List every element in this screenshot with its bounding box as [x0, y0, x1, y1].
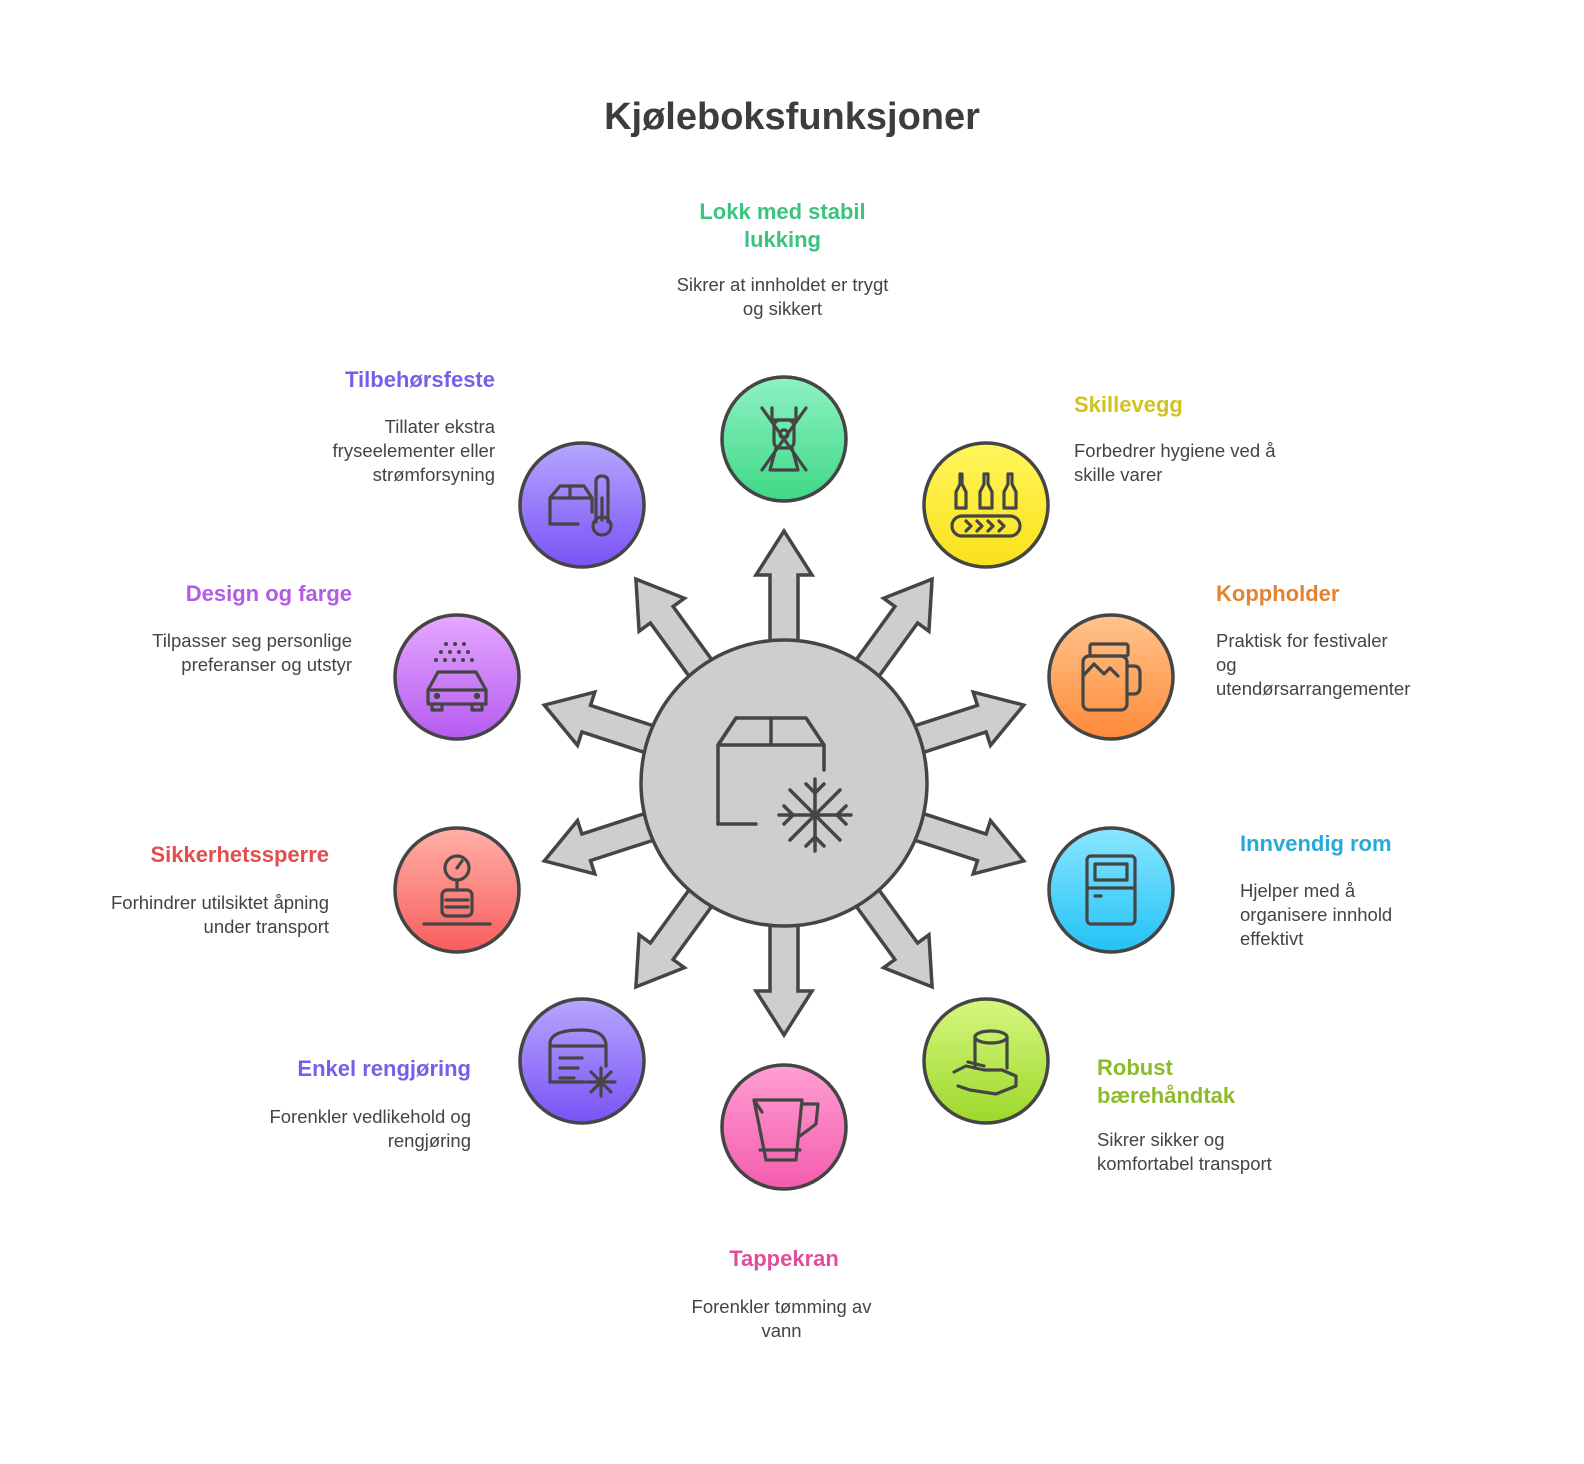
freezer-clean-icon	[548, 1028, 617, 1098]
box-thermometer-icon	[548, 474, 613, 537]
pitcher-icon	[752, 1098, 820, 1162]
lid-lock-icon	[760, 406, 808, 472]
label-rengjoring: Enkel rengjøring	[297, 1056, 471, 1081]
label-sikkerhet: Sikkerhetssperre	[150, 842, 329, 867]
satellite-tappekran	[720, 1063, 848, 1191]
desc-sikkerhet: Forhindrer utilsiktet åpning under trans…	[111, 892, 329, 937]
cooler-snowflake-icon	[716, 716, 853, 853]
satellite-koppholder	[1047, 613, 1175, 741]
label-innvendig: Innvendig rom	[1240, 831, 1392, 856]
hand-carry-icon	[952, 1029, 1018, 1096]
satellite-rengjoring	[518, 997, 646, 1125]
label-lokk: Lokk med stabil lukking	[699, 199, 866, 252]
car-paint-icon	[426, 670, 488, 712]
desc-design: Tilpasser seg personlige preferanser og …	[152, 630, 352, 675]
satellite-robust	[922, 997, 1050, 1125]
label-tappekran: Tappekran	[729, 1246, 839, 1271]
label-skillevegg: Skillevegg	[1074, 392, 1183, 417]
satellite-lokk	[720, 375, 848, 503]
label-koppholder: Koppholder	[1216, 581, 1340, 606]
label-tilbehor: Tilbehørsfeste	[345, 367, 495, 392]
desc-robust: Sikrer sikker og komfortabel transport	[1097, 1129, 1272, 1174]
fridge-icon	[1085, 854, 1137, 926]
label-design: Design og farge	[185, 581, 352, 606]
satellite-tilbehor	[518, 441, 646, 569]
bottle-conveyor-icon	[950, 472, 1022, 538]
satellite-innvendig	[1047, 826, 1175, 954]
desc-rengjoring: Forenkler vedlikehold og rengjøring	[269, 1106, 471, 1151]
center-hub	[639, 638, 929, 928]
desc-tilbehor: Tillater ekstra fryseelementer eller str…	[332, 416, 495, 485]
desc-tappekran: Forenkler tømming av vann	[691, 1296, 872, 1341]
satellite-sikkerhet	[393, 826, 521, 954]
desc-skillevegg: Forbedrer hygiene ved å skille varer	[1074, 440, 1276, 485]
desc-lokk: Sikrer at innholdet er trygt og sikkert	[676, 274, 889, 319]
mug-icon	[1081, 642, 1142, 712]
label-robust: Robust bærehåndtak	[1097, 1055, 1236, 1108]
gauge-lock-icon	[422, 854, 492, 926]
satellite-design	[393, 613, 521, 741]
desc-innvendig: Hjelper med å organisere innhold effekti…	[1240, 880, 1393, 949]
desc-koppholder: Praktisk for festivaler og utendørsarran…	[1216, 630, 1411, 699]
satellite-skillevegg	[922, 441, 1050, 569]
page-title: Kjøleboksfunksjoner	[604, 96, 980, 138]
paint-dots-icon	[434, 642, 474, 662]
